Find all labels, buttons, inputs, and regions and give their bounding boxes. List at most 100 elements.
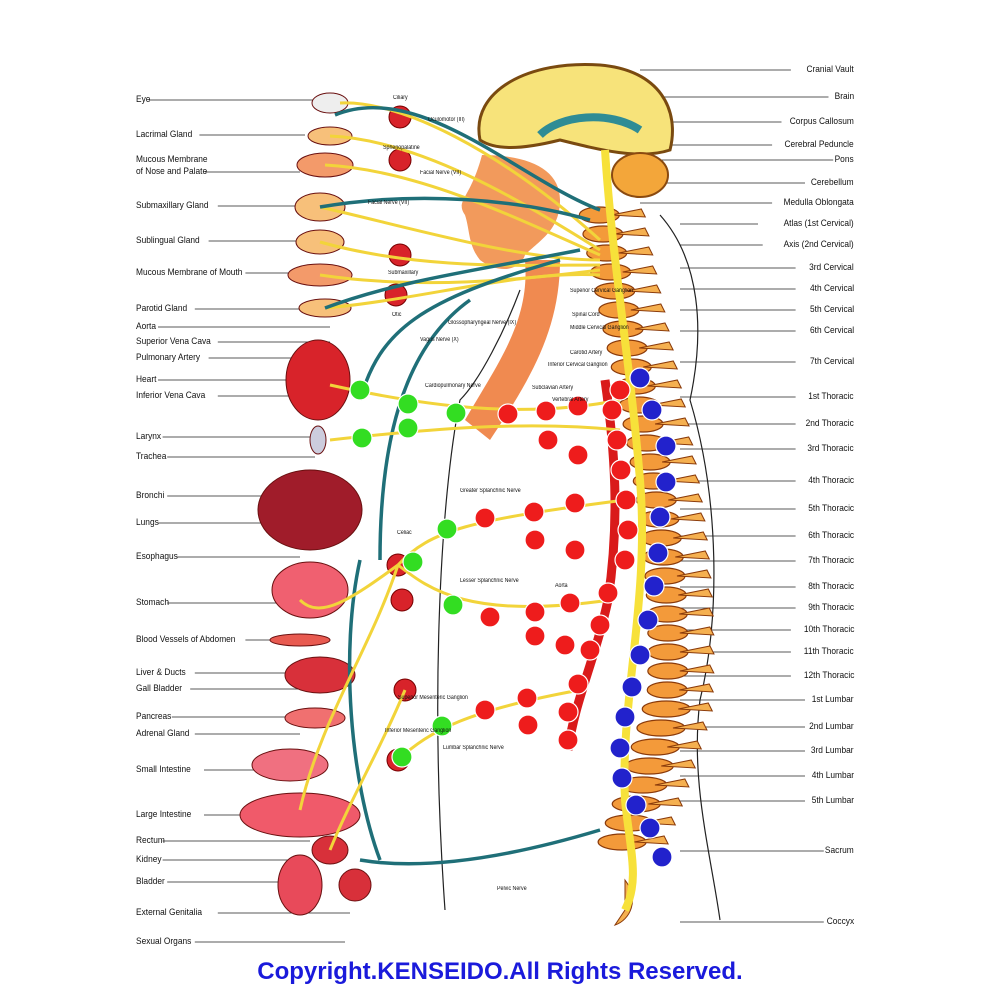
nerve-label: Cardiopulmonary Nerve bbox=[425, 383, 481, 389]
sympathetic-nerve bbox=[328, 689, 407, 851]
right-label: 11th Thoracic bbox=[804, 646, 854, 657]
sympathetic-nerve bbox=[339, 101, 602, 242]
acupoint-dots bbox=[349, 367, 677, 868]
nerve-label: Facial Nerve (VII) bbox=[368, 200, 410, 206]
right-label: Coccyx bbox=[826, 916, 854, 927]
red-point bbox=[557, 701, 579, 723]
left-label: Superior Vena Cava bbox=[136, 336, 211, 347]
right-label: 12th Thoracic bbox=[803, 670, 854, 681]
right-label: 5th Lumbar bbox=[811, 795, 854, 806]
green-point bbox=[397, 393, 419, 415]
left-label: Kidney bbox=[136, 854, 162, 865]
nerve-label: Carotid Artery bbox=[570, 350, 603, 356]
red-point bbox=[524, 625, 546, 647]
red-point bbox=[516, 687, 538, 709]
green-point bbox=[445, 402, 467, 424]
abdominal-vessels bbox=[269, 633, 331, 647]
red-point bbox=[601, 399, 623, 421]
red-point bbox=[535, 400, 557, 422]
green-point bbox=[436, 518, 458, 540]
blue-point bbox=[629, 644, 651, 666]
right-label: Pons bbox=[834, 154, 854, 165]
left-label: Sublingual Gland bbox=[136, 235, 200, 246]
right-label: 4th Thoracic bbox=[808, 475, 854, 486]
left-label: Bladder bbox=[136, 876, 165, 887]
left-label: Submaxillary Gland bbox=[136, 200, 209, 211]
left-label: Parotid Gland bbox=[136, 303, 188, 314]
sympathetic-nerve bbox=[319, 240, 601, 267]
parasympathetic-nerve bbox=[347, 559, 382, 861]
green-point bbox=[431, 715, 453, 737]
left-label: Trachea bbox=[136, 451, 167, 462]
parasympathetic-nerve bbox=[319, 196, 591, 222]
right-label: 9th Thoracic bbox=[808, 602, 854, 613]
sympathetic-nerve bbox=[298, 563, 399, 610]
left-label: Large Intestine bbox=[136, 809, 192, 820]
right-label: 5th Cervical bbox=[809, 304, 854, 315]
right-label: 7th Thoracic bbox=[808, 555, 854, 566]
left-label: Inferior Vena Cava bbox=[136, 390, 206, 401]
red-point bbox=[524, 529, 546, 551]
cerebellum bbox=[611, 152, 669, 198]
right-label: Cerebellum bbox=[811, 177, 854, 188]
nerve-label: Sphenopalatine bbox=[383, 145, 420, 151]
nerve-label: Pelvic Nerve bbox=[497, 886, 527, 892]
nerve-label: Celiac bbox=[397, 530, 412, 536]
nerve-label: Ciliary bbox=[393, 95, 408, 101]
left-label: Gall Bladder bbox=[136, 683, 183, 694]
left-label: Pulmonary Artery bbox=[136, 352, 201, 363]
nerves bbox=[298, 101, 626, 866]
red-point bbox=[597, 582, 619, 604]
parasympathetic-nerve bbox=[359, 828, 601, 866]
blue-point bbox=[614, 706, 636, 728]
blue-point bbox=[621, 676, 643, 698]
blue-point bbox=[651, 846, 673, 868]
nerve-label: Submaxillary bbox=[388, 270, 419, 276]
right-label: 7th Cervical bbox=[809, 356, 854, 367]
left-label: Aorta bbox=[136, 321, 156, 332]
green-point bbox=[397, 417, 419, 439]
right-label: Medulla Oblongata bbox=[783, 197, 854, 208]
left-label: Eye bbox=[136, 94, 151, 105]
brain bbox=[477, 62, 674, 156]
green-point bbox=[402, 551, 424, 573]
right-label: 2nd Lumbar bbox=[809, 721, 854, 732]
left-label: Adrenal Gland bbox=[136, 728, 190, 739]
nerve-label: Facial Nerve (VII) bbox=[420, 170, 462, 176]
red-point bbox=[554, 634, 576, 656]
sympathetic-nerve bbox=[329, 424, 621, 442]
nerve-label: Inferior Cervical Ganglion bbox=[548, 362, 608, 368]
nerve-label: Inferior Mesenteric Ganglion bbox=[385, 728, 452, 734]
blue-point bbox=[609, 737, 631, 759]
red-point bbox=[614, 549, 636, 571]
red-point bbox=[567, 444, 589, 466]
right-label: 3rd Cervical bbox=[809, 262, 854, 273]
nerve-label: Aorta bbox=[555, 583, 568, 589]
red-point bbox=[497, 403, 519, 425]
right-label: 4th Cervical bbox=[809, 283, 854, 294]
nerve-label: Glossopharyngeal Nerve (IX) bbox=[448, 320, 517, 326]
nerve-label: Vertebral Artery bbox=[552, 397, 589, 403]
right-label: 4th Lumbar bbox=[811, 770, 854, 781]
sympathetic-nerve bbox=[396, 498, 626, 567]
green-point bbox=[349, 379, 371, 401]
ganglion bbox=[390, 588, 414, 612]
ganglion bbox=[388, 243, 412, 267]
left-label: Mucous Membrane of Mouth bbox=[136, 267, 243, 278]
nerve-label: Middle Cervical Ganglion bbox=[570, 325, 629, 331]
blue-point bbox=[625, 794, 647, 816]
left-label: Blood Vessels of Abdomen bbox=[136, 634, 236, 645]
liver bbox=[284, 656, 356, 694]
parasympathetic-nerve bbox=[324, 248, 581, 310]
nerve-label: Otic bbox=[392, 312, 402, 318]
sympathetic-nerve bbox=[329, 134, 601, 252]
red-point bbox=[537, 429, 559, 451]
sympathetic-nerve bbox=[396, 688, 581, 762]
left-label: Bronchi bbox=[136, 490, 165, 501]
red-point bbox=[474, 699, 496, 721]
left-label: Esophagus bbox=[136, 551, 178, 562]
spinal-cord bbox=[601, 149, 647, 912]
blue-point bbox=[629, 367, 651, 389]
stomach bbox=[271, 561, 349, 619]
